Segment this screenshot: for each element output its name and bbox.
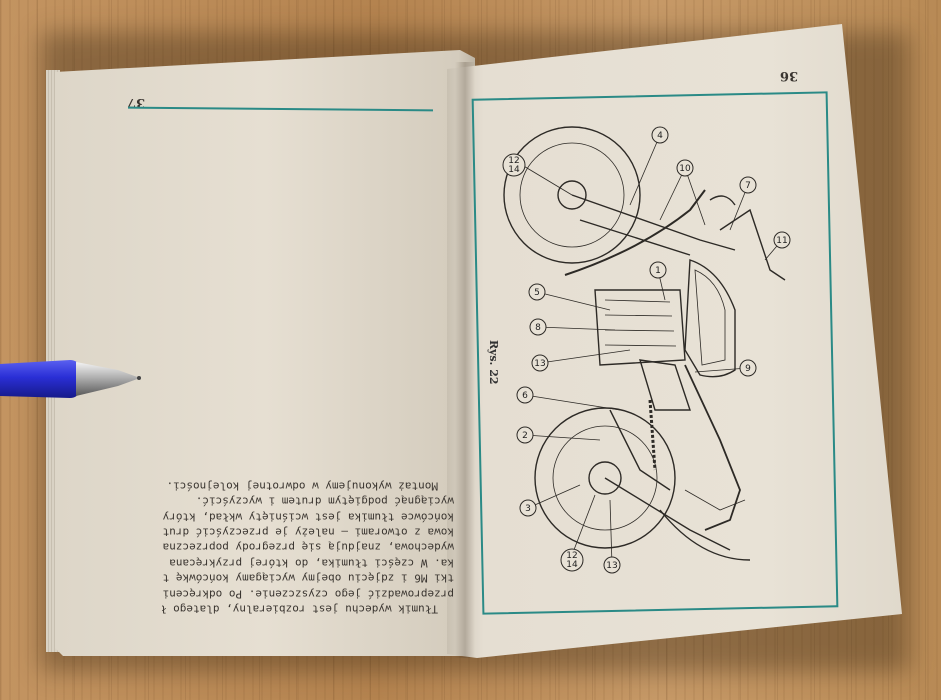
callout-label: 14 xyxy=(566,560,578,570)
text-line: ka. W części tłumika, do której przykręc… xyxy=(162,556,454,570)
callout-label: 12 xyxy=(508,156,519,166)
text-line: przeprowadzić jego czyszczenie. Po odkrę… xyxy=(162,587,454,601)
text-line: Montaż wykonujemy w odwrotnej kolejności… xyxy=(166,479,438,493)
book-gutter xyxy=(455,62,475,658)
fuel-tank xyxy=(684,259,736,378)
frame-section xyxy=(639,359,691,411)
callouts: 4 12 14 10 7 11 1 5 8 13 9 6 2 3 12 14 1… xyxy=(502,126,791,574)
blue-pen xyxy=(0,360,141,398)
figure-caption: Rys. 22 xyxy=(487,340,500,385)
motorcycle-line-drawing: 4 12 14 10 7 11 1 5 8 13 9 6 2 3 12 14 1… xyxy=(502,126,791,574)
handlebar xyxy=(719,208,786,281)
front-wheel xyxy=(503,126,641,264)
callout-label: 7 xyxy=(745,181,751,191)
text-line: kowa z otworami — należy je przeczyścić … xyxy=(162,525,454,539)
text-line: wydechowa, znajdują się przegrody poprze… xyxy=(162,541,454,555)
callout-label: 6 xyxy=(522,391,528,401)
right-page xyxy=(447,24,902,658)
callout-label: 11 xyxy=(776,236,787,246)
text-line: tki M6 i zdjęciu obejmy wyciągamy końców… xyxy=(162,571,454,585)
front-fork xyxy=(571,194,736,251)
callout-label: 9 xyxy=(745,364,751,374)
text-line: Tłumik wydechu jest rozbieralny, dlatego… xyxy=(162,602,438,616)
callout-label: 4 xyxy=(657,131,663,141)
left-page-body-text: Tłumik wydechu jest rozbieralny, dlatego… xyxy=(162,478,454,617)
callout-label: 13 xyxy=(606,561,617,571)
right-page-number: 36 xyxy=(780,68,799,83)
left-page xyxy=(55,50,475,656)
callout-label: 5 xyxy=(534,288,540,298)
rear-swingarm xyxy=(604,477,731,551)
callout-label: 2 xyxy=(522,431,528,441)
pen-tip xyxy=(76,362,140,396)
text-line: wyciągnąć podgiętym drutem i wyczyścić. xyxy=(195,494,454,508)
callout-label: 12 xyxy=(566,551,577,561)
callout-label: 10 xyxy=(679,164,691,174)
callout-label: 3 xyxy=(525,504,531,514)
callout-label: 14 xyxy=(508,165,520,175)
rear-shock xyxy=(648,399,657,471)
engine-block xyxy=(594,289,686,366)
callout-label: 1 xyxy=(655,266,661,276)
pen-barrel xyxy=(0,360,80,398)
exhaust-muffler xyxy=(659,509,751,561)
text-line: końcówce tłumika jest wciśnięty wkład, k… xyxy=(162,510,454,524)
callout-label: 8 xyxy=(535,323,541,333)
callout-label: 13 xyxy=(534,359,545,369)
